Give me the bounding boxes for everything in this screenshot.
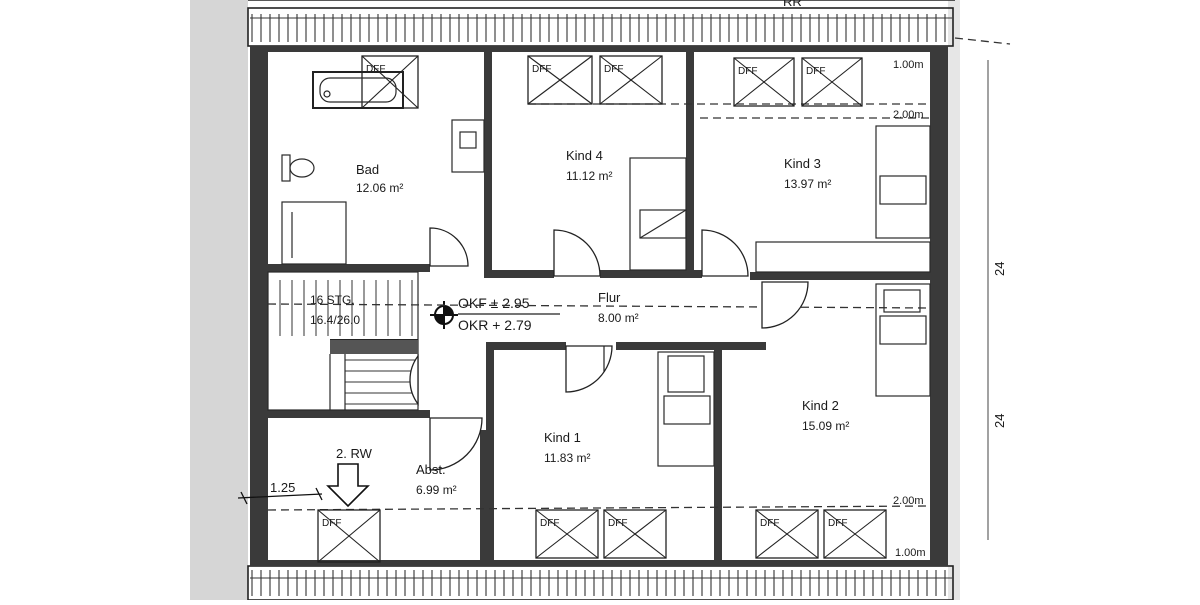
level-okf: OKF ± 2.95	[458, 295, 530, 311]
room-kind2-name: Kind 2	[802, 398, 839, 413]
room-kind3-name: Kind 3	[784, 156, 821, 171]
roof-band-bottom	[247, 565, 954, 601]
bed-kind4-icon	[629, 157, 687, 271]
washbasin-icon	[451, 119, 485, 173]
bed-kind1-icon	[657, 351, 715, 467]
dimension-125	[237, 487, 323, 505]
wardrobe-kind3	[755, 241, 931, 273]
top-dash-ext	[954, 37, 1011, 45]
corridor-dashed-line	[267, 303, 931, 309]
skylight-icon: DFF	[317, 509, 381, 563]
room-bad-area: 12.06 m²	[356, 181, 403, 195]
skylight-icon: DFF	[823, 509, 887, 559]
top-marker: RR	[783, 0, 802, 9]
skylight-icon: DFF	[733, 57, 795, 107]
room-kind1-area: 11.83 m²	[544, 451, 590, 465]
level-okr: OKR + 2.79	[458, 317, 532, 333]
height-line-bottom-2	[267, 505, 931, 511]
skylight-icon: DFF	[527, 55, 593, 105]
skylight-label: DFF	[760, 518, 779, 529]
escape-label: 2. RW	[336, 446, 373, 461]
room-kind4-area: 11.12 m²	[566, 169, 612, 183]
dimension-125-label: 1.25	[270, 480, 295, 495]
stairs	[267, 271, 419, 411]
height-label-top-1: 1.00m	[893, 59, 924, 71]
roof-band-top	[247, 0, 955, 47]
room-kind3-area: 13.97 m²	[784, 177, 831, 191]
room-kind2-area: 15.09 m²	[802, 419, 849, 433]
bed-kind2-icon	[875, 283, 931, 397]
shower-icon	[281, 201, 347, 265]
room-kind4-name: Kind 4	[566, 148, 603, 163]
doors	[409, 227, 809, 471]
interior-walls	[268, 52, 930, 562]
skylight-icon: DFF	[361, 55, 419, 109]
room-flur-area: 8.00 m²	[598, 311, 639, 325]
height-label-bottom-2: 2.00m	[893, 495, 924, 507]
toilet-icon	[281, 154, 315, 182]
skylight-label: DFF	[604, 64, 623, 75]
wall-top	[250, 46, 948, 52]
skylight-label: DFF	[608, 518, 627, 529]
skylight-icon: DFF	[603, 509, 667, 559]
skylight-label: DFF	[366, 64, 385, 75]
wall-right	[930, 48, 948, 566]
wall-bottom	[250, 560, 948, 566]
room-kind1-name: Kind 1	[544, 430, 581, 445]
room-abst-name: Abst.	[416, 462, 446, 477]
skylight-label: DFF	[322, 518, 341, 529]
escape-arrow-icon	[326, 463, 370, 508]
bed-kind3-icon	[875, 125, 931, 239]
skylight-icon: DFF	[599, 55, 663, 105]
room-flur-name: Flur	[598, 290, 621, 305]
skylight-label: DFF	[540, 518, 559, 529]
side-dim-lower: 24	[992, 414, 1007, 428]
room-abst-area: 6.99 m²	[416, 483, 457, 497]
stairs-ratio: 16.4/26.0	[310, 313, 360, 327]
level-marker-icon	[430, 301, 458, 329]
skylight-icon: DFF	[801, 57, 863, 107]
bathtub-icon	[312, 71, 404, 109]
height-label-top-2: 2.00m	[893, 109, 924, 121]
skylights: DFF DFF DFF DFF DFF DFF DFF DFF DFF DFF	[317, 55, 887, 563]
right-margin	[948, 0, 960, 600]
skylight-label: DFF	[532, 64, 551, 75]
skylight-label: DFF	[806, 66, 825, 77]
room-bad-name: Bad	[356, 162, 379, 177]
side-dim-upper: 24	[992, 262, 1007, 276]
skylight-label: DFF	[738, 66, 757, 77]
skylight-icon: DFF	[755, 509, 819, 559]
height-label-bottom-1: 1.00m	[895, 547, 926, 559]
stairs-count: 16 STG.	[310, 293, 355, 307]
left-margin	[190, 0, 248, 600]
skylight-label: DFF	[828, 518, 847, 529]
skylight-icon: DFF	[535, 509, 599, 559]
wall-left	[250, 48, 268, 566]
